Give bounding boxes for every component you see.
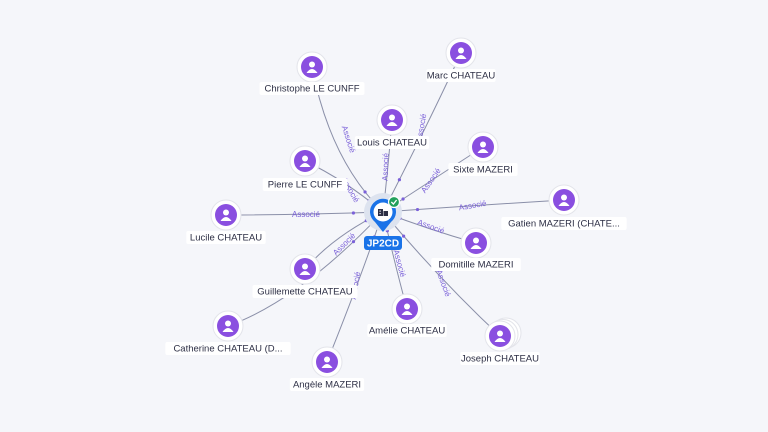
person-node-lucile[interactable]: Lucile CHATEAU: [186, 199, 266, 244]
edge-label-louis: Associé: [381, 152, 391, 181]
node-label-bg: [289, 378, 365, 391]
node-label-bg: [252, 285, 358, 298]
node-label-bg: [448, 163, 518, 176]
node-label-bg: [262, 178, 348, 191]
node-label-domitille: Domitille MAZERI: [439, 260, 514, 271]
node-label-pierre: Pierre LE CUNFF: [268, 180, 343, 191]
person-node-sixte[interactable]: Sixte MAZERI: [448, 131, 518, 176]
company-node[interactable]: JP2CD: [364, 193, 402, 250]
node-label-guillemette: Guillemette CHATEAU: [257, 287, 353, 298]
person-icon: [494, 330, 506, 342]
person-node-joseph[interactable]: Joseph CHATEAU: [460, 320, 540, 365]
node-label-marc: Marc CHATEAU: [427, 71, 496, 82]
person-icon: [401, 303, 413, 315]
edge-label-joseph: Associé: [434, 268, 452, 298]
edge-arrow-joseph: [402, 234, 406, 238]
edge-label-gatien: Associé: [458, 199, 488, 213]
node-label-bg: [460, 352, 540, 365]
edge-label-lucile: Associé: [292, 210, 321, 219]
node-label-bg: [367, 324, 447, 337]
edge-arrow-marc: [397, 178, 402, 182]
edge-label-christophe: Associé: [340, 125, 357, 155]
company-label: JP2CD: [367, 239, 399, 250]
node-label-gatien: Gatien MAZERI (CHATE...: [508, 219, 620, 230]
edge-joseph: [382, 211, 501, 337]
edge-label-domitille: Associé: [416, 218, 446, 236]
person-icon: [386, 114, 398, 126]
edge-lucile: [225, 211, 384, 216]
person-node-amelie[interactable]: Amélie CHATEAU: [367, 293, 447, 337]
person-icon: [470, 237, 482, 249]
node-label-catherine: Catherine CHATEAU (D...: [173, 344, 282, 355]
person-icon: [222, 320, 234, 332]
edge-arrow-gatien: [415, 207, 420, 212]
edge-label-sixte: Associé: [419, 166, 443, 195]
node-label-angele: Angèle MAZERI: [293, 380, 361, 391]
edge-arrow-sixte: [401, 197, 405, 201]
node-label-sixte: Sixte MAZERI: [453, 165, 513, 176]
node-label-amelie: Amélie CHATEAU: [369, 326, 446, 337]
node-label-bg: [431, 258, 521, 271]
edge-arrow-catherine: [351, 240, 356, 244]
person-node-gatien[interactable]: Gatien MAZERI (CHATE...: [501, 184, 627, 230]
edge-arrow-christophe: [363, 190, 367, 194]
node-label-bg: [259, 82, 365, 95]
check-badge-icon: [387, 195, 401, 209]
person-node-domitille[interactable]: Domitille MAZERI: [431, 227, 521, 271]
node-label-christophe: Christophe LE CUNFF: [264, 84, 359, 95]
person-node-angele[interactable]: Angèle MAZERI: [289, 346, 365, 391]
node-label-bg: [354, 136, 430, 149]
person-icon: [321, 356, 333, 368]
person-icon: [558, 194, 570, 206]
company-label-bg: [364, 236, 402, 250]
person-icon: [477, 141, 489, 153]
node-label-bg: [186, 231, 266, 244]
node-label-bg: [165, 342, 291, 355]
person-node-pierre[interactable]: Pierre LE CUNFF: [262, 145, 348, 191]
node-label-bg: [501, 217, 627, 230]
person-icon: [299, 263, 311, 275]
person-node-marc[interactable]: Marc CHATEAU: [426, 37, 496, 82]
edge-catherine: [227, 211, 384, 327]
node-label-lucile: Lucile CHATEAU: [190, 233, 262, 244]
node-label-louis: Louis CHATEAU: [357, 138, 427, 149]
person-icon: [455, 47, 467, 59]
node-label-joseph: Joseph CHATEAU: [461, 354, 539, 365]
person-node-catherine[interactable]: Catherine CHATEAU (D...: [165, 310, 291, 355]
node-label-bg: [426, 69, 496, 82]
edge-gatien: [382, 199, 565, 213]
edge-arrow-lucile: [351, 211, 356, 215]
person-icon: [299, 155, 311, 167]
nodes-layer: Christophe LE CUNFF Marc CHATEAU Louis CHA…: [165, 37, 627, 391]
person-node-guillemette[interactable]: Guillemette CHATEAU: [252, 253, 358, 298]
person-icon: [220, 209, 232, 221]
edge-label-amelie: Associé: [391, 249, 407, 279]
building-icon: [378, 209, 388, 216]
person-node-louis[interactable]: Louis CHATEAU: [354, 104, 430, 149]
person-node-christophe[interactable]: Christophe LE CUNFF: [259, 51, 365, 95]
person-icon: [306, 61, 318, 73]
